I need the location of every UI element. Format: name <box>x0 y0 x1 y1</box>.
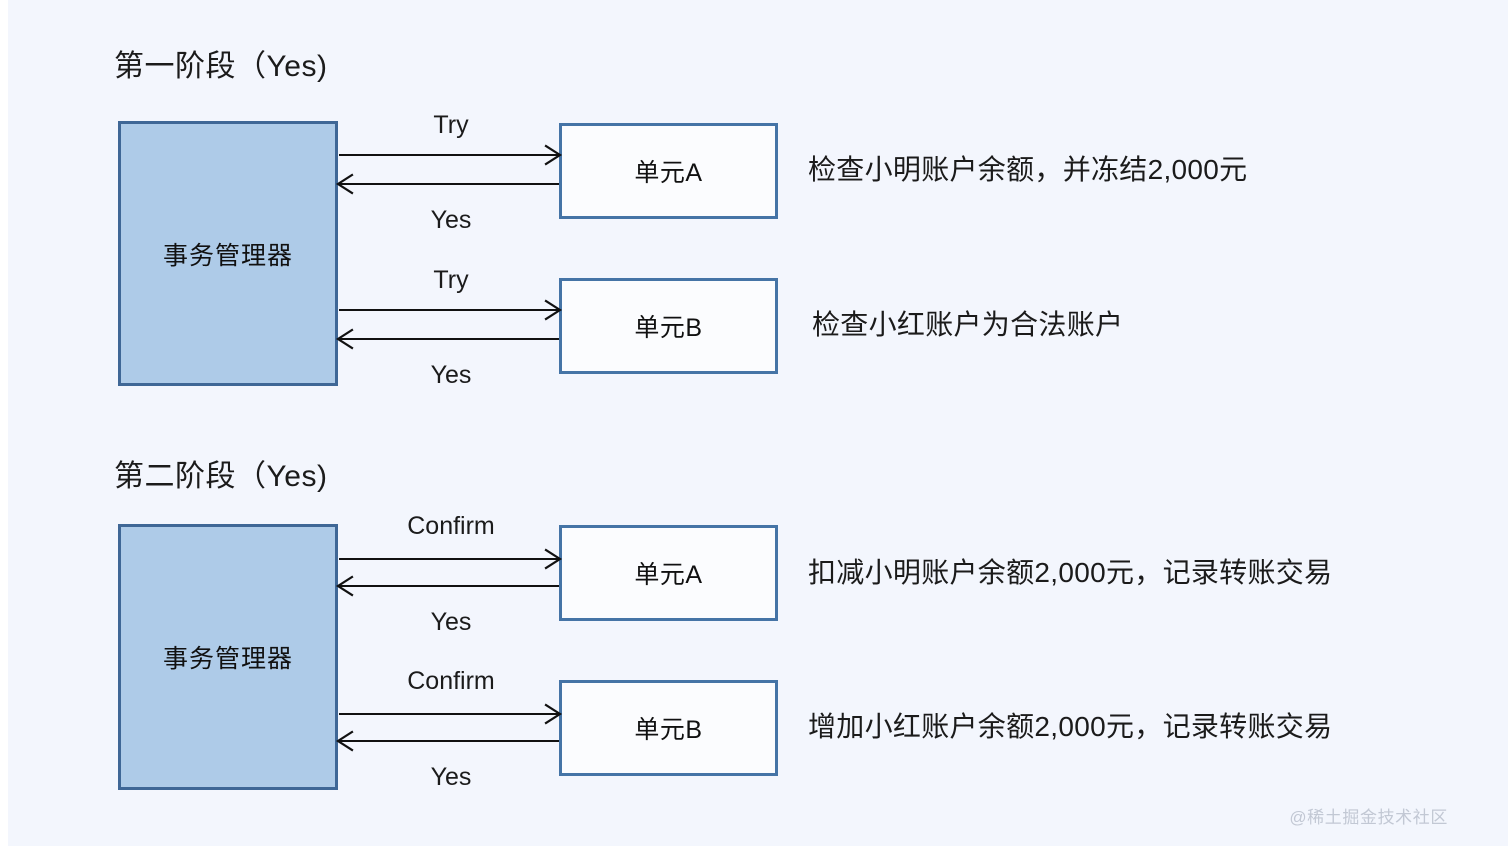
unit-label: 单元B <box>634 314 703 342</box>
arrow-label-response-phase-1-row-1: Yes <box>430 206 472 234</box>
description-phase-2-row-2: 增加小红账户余额2,000元，记录转账交易 <box>808 711 1333 742</box>
transaction-manager-box-phase-1: 事务管理器 <box>118 121 338 386</box>
arrow-response-phase-1-row-2 <box>335 328 559 350</box>
unit-label: 单元A <box>634 159 703 187</box>
transaction-manager-label: 事务管理器 <box>162 241 293 270</box>
arrow-label-response-phase-2-row-2: Yes <box>430 763 472 791</box>
unit-box-phase-1-row-2: 单元B <box>559 278 778 374</box>
arrow-label-response-phase-1-row-2: Yes <box>430 361 472 389</box>
arrow-label-request-phase-1-row-2: Try <box>433 266 469 294</box>
arrow-label-request-phase-2-row-2: Confirm <box>407 667 495 695</box>
unit-box-phase-1-row-1: 单元A <box>559 123 778 219</box>
phase-2-title: 第二阶段（Yes) <box>114 460 328 493</box>
unit-label: 单元B <box>634 716 703 744</box>
arrow-label-request-phase-2-row-1: Confirm <box>407 512 495 540</box>
unit-label: 单元A <box>634 561 703 589</box>
arrow-request-phase-2-row-1 <box>339 548 563 570</box>
phase-1-title: 第一阶段（Yes) <box>114 50 328 83</box>
arrow-request-phase-1-row-2 <box>339 299 563 321</box>
arrow-label-request-phase-1-row-1: Try <box>433 111 469 139</box>
description-phase-2-row-1: 扣减小明账户余额2,000元，记录转账交易 <box>808 557 1333 588</box>
description-phase-1-row-2: 检查小红账户为合法账户 <box>812 309 1124 340</box>
arrow-response-phase-2-row-1 <box>335 575 559 597</box>
transaction-manager-box-phase-2: 事务管理器 <box>118 524 338 790</box>
description-phase-1-row-1: 检查小明账户余额，并冻结2,000元 <box>808 154 1248 185</box>
arrow-response-phase-2-row-2 <box>335 730 559 752</box>
arrow-label-response-phase-2-row-1: Yes <box>430 608 472 636</box>
transaction-manager-label: 事务管理器 <box>162 645 293 673</box>
arrow-request-phase-1-row-1 <box>339 144 563 166</box>
unit-box-phase-2-row-1: 单元A <box>559 525 778 621</box>
watermark-text: @稀土掘金技术社区 <box>1289 808 1448 827</box>
unit-box-phase-2-row-2: 单元B <box>559 680 778 776</box>
arrow-response-phase-1-row-1 <box>335 173 559 195</box>
arrow-request-phase-2-row-2 <box>339 703 563 725</box>
